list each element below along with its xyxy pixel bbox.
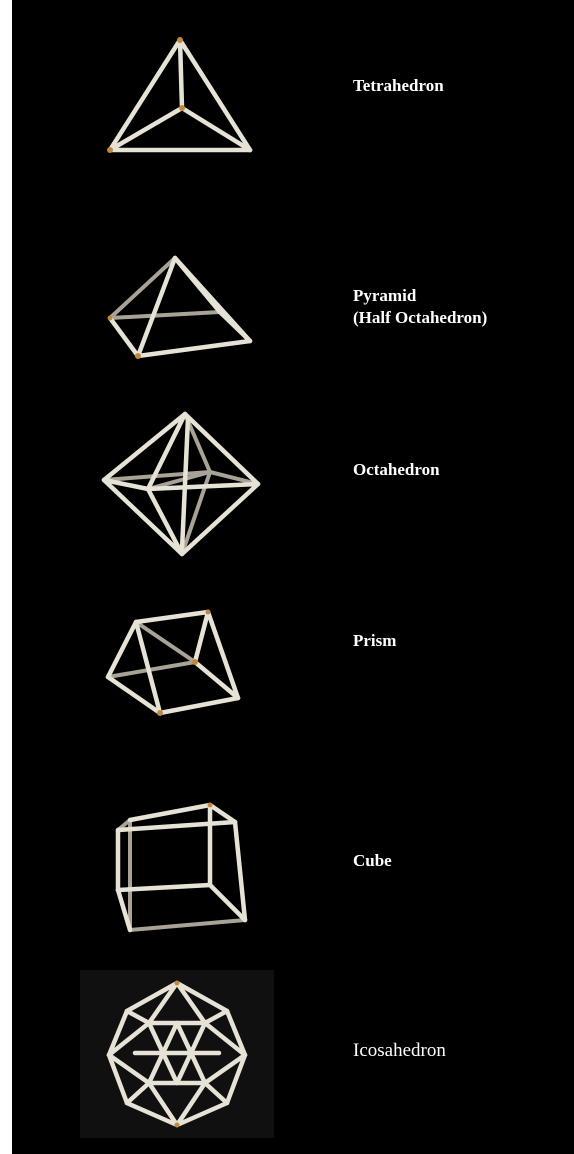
tetrahedron-label: Tetrahedron: [353, 75, 444, 97]
icosahedron-label: Icosahedron: [353, 1040, 446, 1062]
cube-model: [90, 790, 270, 950]
prism-label: Prism: [353, 630, 396, 652]
cube-label: Cube: [353, 850, 392, 872]
tetrahedron-model: [90, 30, 270, 190]
octahedron-label: Octahedron: [353, 459, 440, 481]
prism-model: [90, 600, 270, 760]
octahedron-model: [90, 404, 270, 564]
pyramid-label: Pyramid (Half Octahedron): [353, 285, 487, 329]
icosahedron-model: [87, 975, 267, 1135]
pyramid-model: [90, 240, 270, 400]
polyhedra-panel: Tetrahedron Pyramid (Half Octahedron): [12, 0, 574, 1154]
